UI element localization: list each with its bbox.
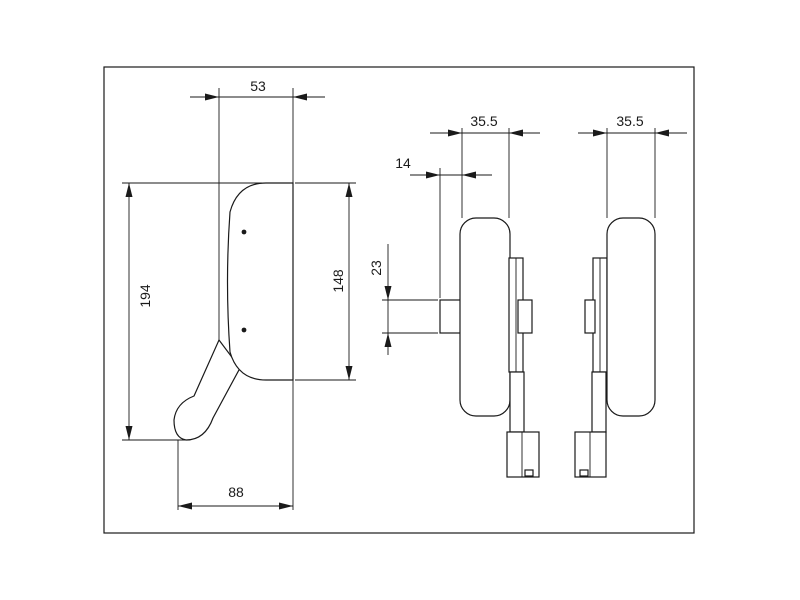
dimension-base-width: 88 — [178, 484, 293, 510]
dimension-shaft-diameter: 23 — [368, 244, 392, 355]
dimension-label-knob-width-b: 35.5 — [616, 113, 643, 129]
roller-knob-a — [459, 217, 511, 417]
dimension-label-top-width: 53 — [250, 78, 266, 94]
screw-hole-lower — [241, 327, 247, 333]
dimension-knob-width-a: 35.5 — [430, 113, 540, 137]
dimension-top-width: 53 — [190, 78, 325, 101]
dimension-knob-width-b: 35.5 — [578, 113, 687, 137]
roller-knob-b — [606, 217, 656, 417]
foot-slot-b — [579, 469, 589, 477]
screw-hole-upper — [241, 229, 247, 235]
dimension-label-base-width: 88 — [228, 484, 244, 500]
hub-b — [584, 299, 596, 334]
dimension-label-knob-width-a: 35.5 — [470, 113, 497, 129]
lever-stem-a — [509, 371, 525, 433]
dimension-label-shaft-diameter: 23 — [368, 260, 384, 276]
dimension-label-shaft-length: 14 — [395, 155, 411, 171]
front-view: 53 194 148 88 — [122, 78, 356, 510]
body-plate — [226, 182, 294, 381]
lever-stem-b — [591, 371, 607, 433]
lever-foot-a — [506, 431, 540, 478]
dimension-total-height: 194 — [125, 183, 153, 440]
dimension-shaft-length: 14 — [395, 155, 492, 179]
foot-slot-a — [524, 469, 534, 477]
dimension-label-inner-height: 148 — [330, 269, 346, 293]
drawing-frame — [103, 66, 695, 534]
dimension-label-total-height: 194 — [137, 284, 153, 308]
dimension-inner-height: 148 — [330, 183, 353, 380]
side-view-with-shaft: 14 35.5 23 — [368, 113, 540, 478]
hub-a — [517, 299, 533, 334]
lever-arm — [173, 338, 241, 441]
side-view-without-shaft: 35.5 — [574, 113, 687, 478]
shaft — [439, 299, 463, 334]
